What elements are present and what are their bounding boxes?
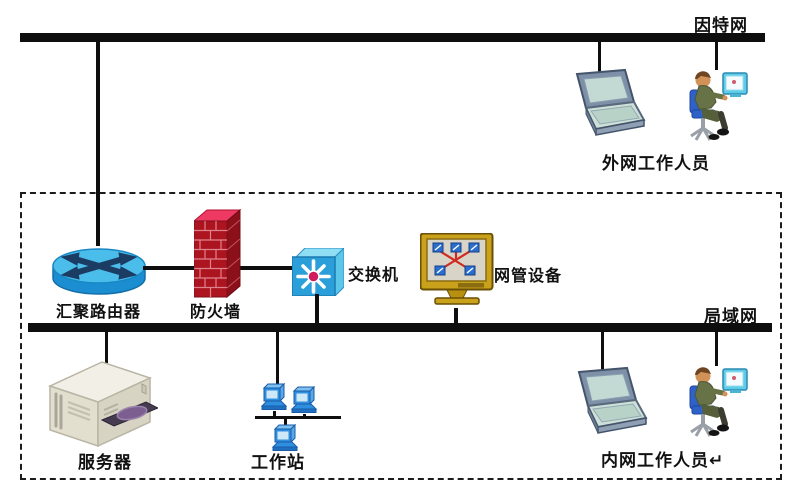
- link-nms-to-lan: [454, 308, 458, 325]
- lan-label: 局域网: [704, 307, 758, 327]
- internet-label: 因特网: [694, 16, 748, 36]
- lan-bus-line: [28, 323, 772, 332]
- router-icon: [52, 248, 146, 295]
- internet-bus-line: [20, 33, 765, 42]
- server-icon: [47, 361, 158, 448]
- external-staff-label: 外网工作人员: [602, 154, 710, 174]
- server-label: 服务器: [78, 453, 132, 473]
- lan-boundary-box: [20, 192, 782, 480]
- monitor-nms-icon: [420, 233, 494, 305]
- nms-label: 网管设备: [494, 266, 563, 285]
- link-internet-to-ext-person: [715, 41, 718, 70]
- workstation-pc-icon: [261, 383, 287, 410]
- workstation-label: 工作站: [251, 453, 305, 473]
- link-internet-to-router: [96, 41, 100, 246]
- link-lan-to-int-person: [715, 331, 718, 366]
- internal-staff-label: 内网工作人员↵: [601, 451, 725, 471]
- link-pc1-stub: [273, 411, 276, 418]
- person-at-desk-icon: [687, 64, 749, 144]
- switch-label: 交换机: [348, 265, 400, 284]
- workstation-segment-line: [255, 416, 341, 419]
- link-switch-to-lan: [315, 294, 319, 325]
- link-lan-to-server: [105, 331, 108, 363]
- laptop-icon: [576, 69, 645, 136]
- router-label: 汇聚路由器: [56, 302, 142, 321]
- workstation-pc-icon: [291, 386, 317, 413]
- link-internet-to-ext-laptop: [598, 41, 601, 75]
- link-lan-to-int-laptop: [601, 331, 604, 371]
- firewall-label: 防火墙: [190, 302, 242, 321]
- laptop-icon: [578, 367, 647, 434]
- switch-icon: [292, 248, 344, 296]
- link-lan-to-workstations: [276, 331, 279, 388]
- link-pc3-stub: [284, 419, 287, 426]
- person-at-desk-icon: [687, 360, 749, 440]
- firewall-icon: [194, 208, 242, 299]
